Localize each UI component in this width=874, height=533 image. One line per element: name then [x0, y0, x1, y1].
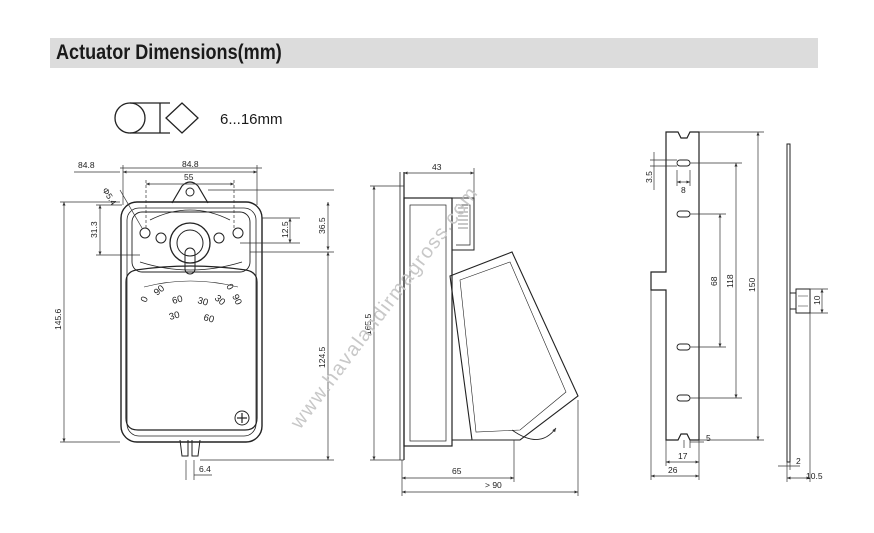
dim-thickness: 2: [796, 456, 801, 466]
dial-label: 30: [196, 295, 209, 308]
dim-width-total: 26: [668, 465, 678, 475]
bracket-dimension-texts: 3.5 8 68 118 150 5 17 26: [644, 171, 757, 475]
dim-total-height: 145.6: [53, 308, 63, 330]
bracket-side-dimension-lines: [778, 288, 828, 482]
dim-left-height: 31.3: [89, 221, 99, 238]
dim-edge: 5: [706, 433, 711, 443]
front-view-dimension-lines: [60, 165, 334, 480]
dim-side-height: 165.5: [363, 313, 373, 335]
side-view-dimension-texts: 43 165.5 65 > 90: [363, 162, 502, 490]
section-title: Actuator Dimensions(mm): [56, 41, 282, 64]
shaft-symbol-icon: [114, 102, 199, 134]
front-view-dimension-texts: 84.8 84.8 55 Φ5.4 31.3 145.6 12.5 36.5 1…: [53, 159, 327, 474]
dim-boss: 10: [812, 295, 822, 305]
actuator-side-view: [399, 172, 579, 460]
mounting-bracket-view: [650, 131, 700, 441]
bracket-dimension-lines: [650, 131, 764, 480]
dial-label: 0: [223, 282, 235, 292]
dim-length-total: 150: [747, 278, 757, 292]
dim-length-inner: 118: [725, 274, 735, 288]
dim-width-inner: 17: [678, 451, 688, 461]
dim-side-swing: > 90: [485, 480, 502, 490]
dim-hole-dia: Φ5.4: [100, 186, 118, 207]
watermark-text: www.havalandirmagross.com: [286, 182, 483, 434]
dial-label: 90: [229, 293, 243, 307]
actuator-front-view: [120, 181, 263, 457]
dim-side-depth: 65: [452, 466, 462, 476]
dial-label: 60: [202, 312, 215, 325]
dim-width: 84.8: [182, 159, 199, 169]
position-dial-labels: 0 90 60 30 30 60 30 0 90: [139, 282, 244, 326]
dial-label: 90: [152, 283, 167, 298]
dial-label: 60: [171, 294, 184, 307]
dim-hole-spacing: 55: [184, 172, 194, 182]
dial-label: 0: [139, 295, 151, 304]
dial-label: 30: [168, 310, 181, 323]
side-view-dimension-lines: [370, 168, 579, 496]
dim-offset: 10.5: [806, 471, 823, 481]
dim-right-small: 12.5: [280, 221, 290, 238]
dim-left-offset: 84.8: [78, 160, 95, 170]
dial-label: 30: [212, 293, 227, 308]
dim-slot-pitch: 68: [709, 276, 719, 286]
dim-bottom-slot: 6.4: [199, 464, 211, 474]
dim-right-height: 36.5: [317, 217, 327, 234]
dim-side-top-width: 43: [432, 162, 442, 172]
bracket-side-dimension-texts: 10 2 10.5: [796, 295, 823, 481]
dim-body-height: 124.5: [317, 346, 327, 368]
dim-slot-height: 3.5: [644, 171, 654, 183]
section-title-bar: Actuator Dimensions(mm): [50, 38, 818, 68]
dim-slot-width: 8: [681, 185, 686, 195]
shaft-size-label: 6...16mm: [220, 111, 283, 128]
bracket-side-view: [786, 143, 811, 463]
